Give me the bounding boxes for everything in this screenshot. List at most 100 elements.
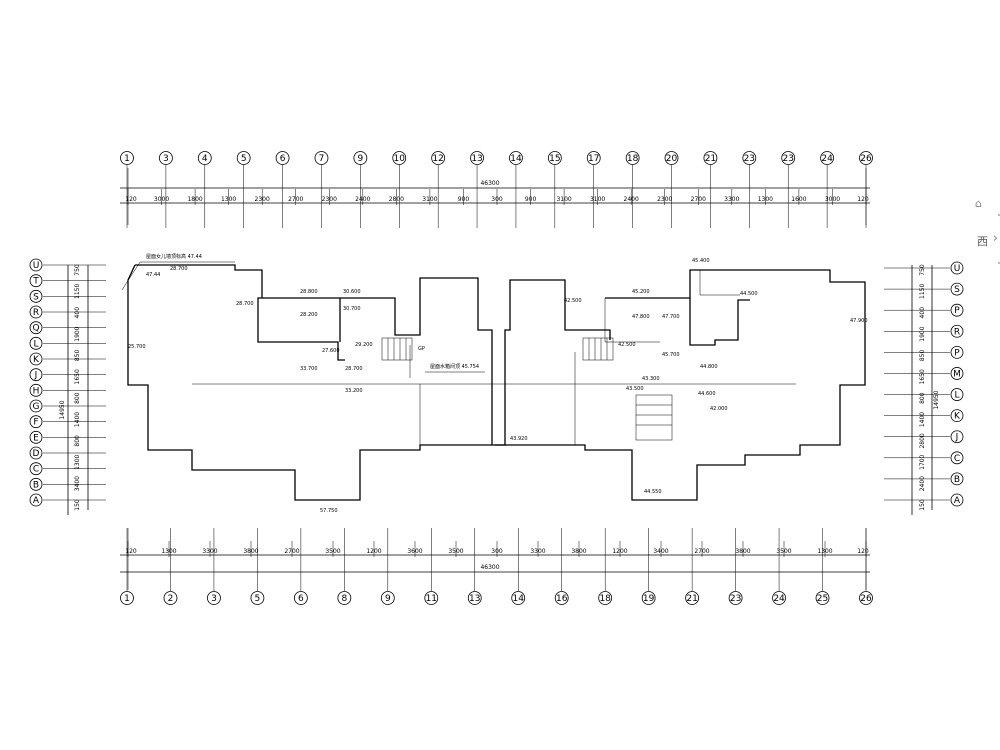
left-axis-bubble-3: R xyxy=(29,305,106,319)
elevation-label: 29.200 xyxy=(355,342,373,348)
right-dim-label: 1150 xyxy=(919,284,926,299)
top-axis-bubble-label: 14 xyxy=(510,154,522,164)
top-axis-bubble-label: 15 xyxy=(549,154,560,164)
elevation-label: 42.000 xyxy=(710,406,728,412)
right-axis-bubble-label: P xyxy=(954,348,960,358)
bottom-axis-bubble-16: 25 xyxy=(815,528,830,605)
top-axis-bubble-label: 7 xyxy=(319,154,325,164)
right-dim-label: 150 xyxy=(919,499,926,511)
top-dim-label: 120 xyxy=(857,196,869,203)
left-dim-label: 150 xyxy=(74,499,81,511)
left-axis-bubble-label: Q xyxy=(32,324,39,334)
right-axis-bubble-3: R xyxy=(884,324,964,338)
left-axis-bubble-label: L xyxy=(33,339,38,349)
right-dim-label: 750 xyxy=(919,264,926,276)
bottom-axis-bubble-label: 21 xyxy=(686,594,697,604)
left-axis-bubble-1: T xyxy=(29,274,106,288)
bottom-axis-bubble-12: 19 xyxy=(641,528,656,605)
bottom-axis-bubble-label: 6 xyxy=(298,594,304,604)
bottom-axis-bubble-10: 16 xyxy=(554,528,569,605)
right-axis-bubble-label: C xyxy=(954,454,960,464)
top-axis-bubble-13: 18 xyxy=(625,151,640,228)
right-axis-bubble-1: S xyxy=(884,282,964,296)
elevation-label: 33.200 xyxy=(345,388,363,394)
top-axis-bubble-17: 23 xyxy=(781,151,796,228)
bottom-axis-bubble-3: 5 xyxy=(250,528,265,605)
top-axis-bubble-5: 7 xyxy=(314,151,329,228)
top-axis-bubble-15: 21 xyxy=(703,151,718,228)
overall-dim-top: 46300 xyxy=(480,180,499,187)
right-axis-bubble-label: M xyxy=(953,369,961,379)
top-axis-bubble-label: 23 xyxy=(744,154,755,164)
top-axis-bubble-label: 24 xyxy=(821,154,833,164)
bottom-axis-bubble-label: 3 xyxy=(211,594,217,604)
bottom-axis-bubble-label: 16 xyxy=(556,594,568,604)
stair-right xyxy=(582,337,614,361)
bottom-axis-bubble-label: 24 xyxy=(773,594,785,604)
elevation-label: 45.700 xyxy=(662,352,680,358)
left-dim-label: 3400 xyxy=(74,476,81,491)
left-dim-label: 400 xyxy=(74,307,81,319)
bottom-axis-bubble-0: 1 xyxy=(120,528,134,605)
bottom-axis-bubble-label: 26 xyxy=(860,594,872,604)
right-axis-bubble-label: J xyxy=(955,433,959,443)
left-axis-bubble-9: G xyxy=(29,399,106,413)
right-axis-bubble-label: P xyxy=(954,306,960,316)
elevation-label: 47.800 xyxy=(632,314,650,320)
left-axis-bubble-label: K xyxy=(33,355,40,365)
elevation-label: 30.600 xyxy=(343,289,361,295)
bottom-axis-bubble-label: 5 xyxy=(255,594,261,604)
elevation-label: 45.200 xyxy=(632,289,650,295)
bottom-axis-bubble-label: 23 xyxy=(730,594,741,604)
right-dim-label: 850 xyxy=(919,350,926,362)
bottom-axis-bubble-7: 11 xyxy=(424,528,439,605)
bottom-axis-bubble-6: 9 xyxy=(380,528,395,605)
left-dim-label: 1900 xyxy=(74,326,81,341)
right-axis-bubble-label: U xyxy=(954,264,961,274)
elevation-label: 42.500 xyxy=(564,298,582,304)
top-axis-bubble-10: 14 xyxy=(509,151,523,228)
elevation-label: 43.300 xyxy=(642,376,660,382)
left-axis-bubble-13: C xyxy=(29,462,106,476)
left-dim-label: 1150 xyxy=(74,284,81,299)
view-cube-label[interactable]: 西 xyxy=(977,235,988,248)
right-axis-bubble-2: P xyxy=(884,303,964,317)
left-axis-bubble-label: S xyxy=(33,292,39,302)
left-axis-bubble-label: G xyxy=(33,402,40,412)
elevation-label: 44.600 xyxy=(698,391,716,397)
elevation-label: 28.700 xyxy=(236,301,254,307)
note-center: 屋面水箱间顶 45.754 xyxy=(430,363,479,370)
bottom-dim-label: 120 xyxy=(857,548,869,555)
elevation-label: 42.500 xyxy=(618,342,636,348)
left-axis-bubble-label: C xyxy=(33,465,39,475)
top-axis-bubble-1: 3 xyxy=(158,151,173,228)
left-axis-bubble-label: J xyxy=(34,371,38,381)
chevron-right-icon[interactable]: › xyxy=(992,231,998,246)
top-axis-bubble-label: 9 xyxy=(358,154,364,164)
bottom-axis-bubble-label: 1 xyxy=(124,594,130,604)
right-dim-label: 1650 xyxy=(919,369,926,384)
elevation-label: 28.700 xyxy=(345,366,363,372)
top-axis-bubble-label: 4 xyxy=(202,154,208,164)
home-icon[interactable]: ⌂ xyxy=(975,197,982,210)
right-dimension-lines xyxy=(911,265,933,515)
top-axis-bubble-label: 23 xyxy=(782,154,793,164)
top-axis-bubble-label: 26 xyxy=(860,154,872,164)
top-axis-bubble-label: 5 xyxy=(241,154,247,164)
top-axis-bubble-19: 26 xyxy=(859,151,873,228)
top-axis-bubble-label: 3 xyxy=(163,154,169,164)
right-axis-bubble-11: A xyxy=(884,493,964,507)
right-dim-label: 800 xyxy=(919,392,926,404)
elevation-label: 44.500 xyxy=(740,291,758,297)
bottom-axis-bubble-2: 3 xyxy=(207,528,221,605)
left-axis-bubble-4: Q xyxy=(29,321,106,335)
left-axis-bubble-label: D xyxy=(33,449,40,459)
top-axis-bubble-label: 20 xyxy=(666,154,678,164)
right-axis-bubble-4: P xyxy=(884,345,964,359)
left-axis-bubble-6: K xyxy=(29,352,106,366)
right-axis-bubble-7: K xyxy=(884,409,964,423)
bottom-axis-bubble-17: 26 xyxy=(859,528,873,605)
right-dim-label: 400 xyxy=(919,307,926,319)
building-outline xyxy=(127,264,866,501)
left-dim-label: 750 xyxy=(74,264,81,276)
